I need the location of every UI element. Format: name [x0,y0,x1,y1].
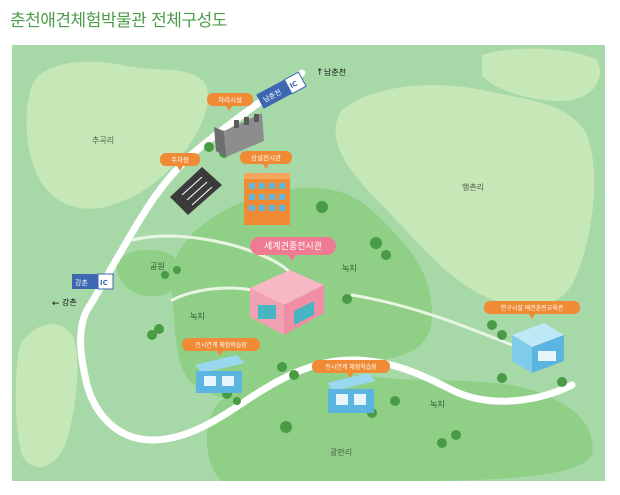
tree [557,377,567,387]
experience-building-2 [327,373,376,413]
tree [451,430,461,440]
area-haengchonri-land [335,85,595,307]
interchange-west: 강촌 IC [72,273,114,290]
callout-experience-2-label: 전시연계 체험학습장 [325,363,377,371]
museum-site-map: 추곡리 행촌리 광판리 공원 녹지 녹지 녹지 ↑ 남춘천 ← 강촌 남춘천 I… [12,45,605,481]
interchange-north: 남춘천 IC [256,71,307,109]
callout-treatment-label: 처리시설 [218,95,242,104]
experience-building-1 [195,355,245,393]
main-road [77,69,576,444]
direction-north: ↑ 남춘천 [316,67,346,78]
tree [173,266,181,274]
interchange-west-name: 강촌 [75,278,88,287]
parking-lot [170,167,222,215]
permanent-hall-building [244,173,290,225]
direction-north-label: 남춘천 [324,67,346,77]
main-hall-building [250,270,324,335]
callout-experience-1: 전시연계 체험학습장 [182,338,260,356]
treatment-facility-building [214,113,264,157]
tree [381,250,391,260]
tree [289,370,299,380]
callout-research: 연구시설 애견훈련교육관 [484,301,580,319]
tree [437,438,447,448]
callout-treatment: 처리시설 [207,93,253,111]
direction-west-label: 강촌 [62,297,77,307]
tree [233,397,241,405]
area-chugokri-land [26,61,209,209]
callout-main-hall: 세계견종전시관 [250,237,336,261]
interchange-west-ic: IC [100,279,108,287]
callout-permanent-hall: 상설전시관 [240,151,292,169]
tree [147,330,157,340]
tree [154,324,164,334]
tree [342,294,352,304]
trees [147,142,567,448]
svg-text:←: ← [52,299,60,309]
callout-experience-1-label: 전시연계 체험학습장 [195,341,247,349]
tree [487,320,497,330]
tree [370,237,382,249]
area-label-haengchonri: 행촌리 [462,182,484,192]
tree [316,201,328,213]
tree [497,373,507,383]
tree [390,396,400,406]
research-building [512,323,564,373]
interchange-north-ic: IC [289,79,300,90]
callout-experience-2: 전시연계 체험학습장 [312,360,390,378]
tree [497,330,507,340]
branch-road-2 [170,286,254,302]
area-park-hill [117,249,181,297]
area-top-right-land [482,48,600,101]
tree [277,362,287,372]
area-label-park: 공원 [150,262,165,271]
direction-west: ← 강촌 [52,297,77,309]
page-title: 춘천애견체험박물관 전체구성도 [10,11,227,31]
area-label-green-1: 녹지 [190,312,205,321]
svg-text:↑: ↑ [316,68,324,78]
area-label-gwangpanri: 광판리 [330,447,352,457]
area-label-chugokri: 추곡리 [92,136,114,145]
tree [280,421,292,433]
callout-permanent-hall-label: 상설전시관 [251,153,281,162]
branch-road-3 [350,293,514,347]
area-label-green-2: 녹지 [342,264,357,273]
callout-parking: 주차장 [160,153,200,171]
callout-main-hall-label: 세계견종전시관 [264,240,322,252]
tree [204,142,214,152]
area-label-green-3: 녹지 [430,400,445,409]
callout-research-label: 연구시설 애견훈련교육관 [501,304,564,312]
tree [161,271,169,279]
area-left-low-land [15,324,78,467]
callout-parking-label: 주차장 [171,155,189,164]
